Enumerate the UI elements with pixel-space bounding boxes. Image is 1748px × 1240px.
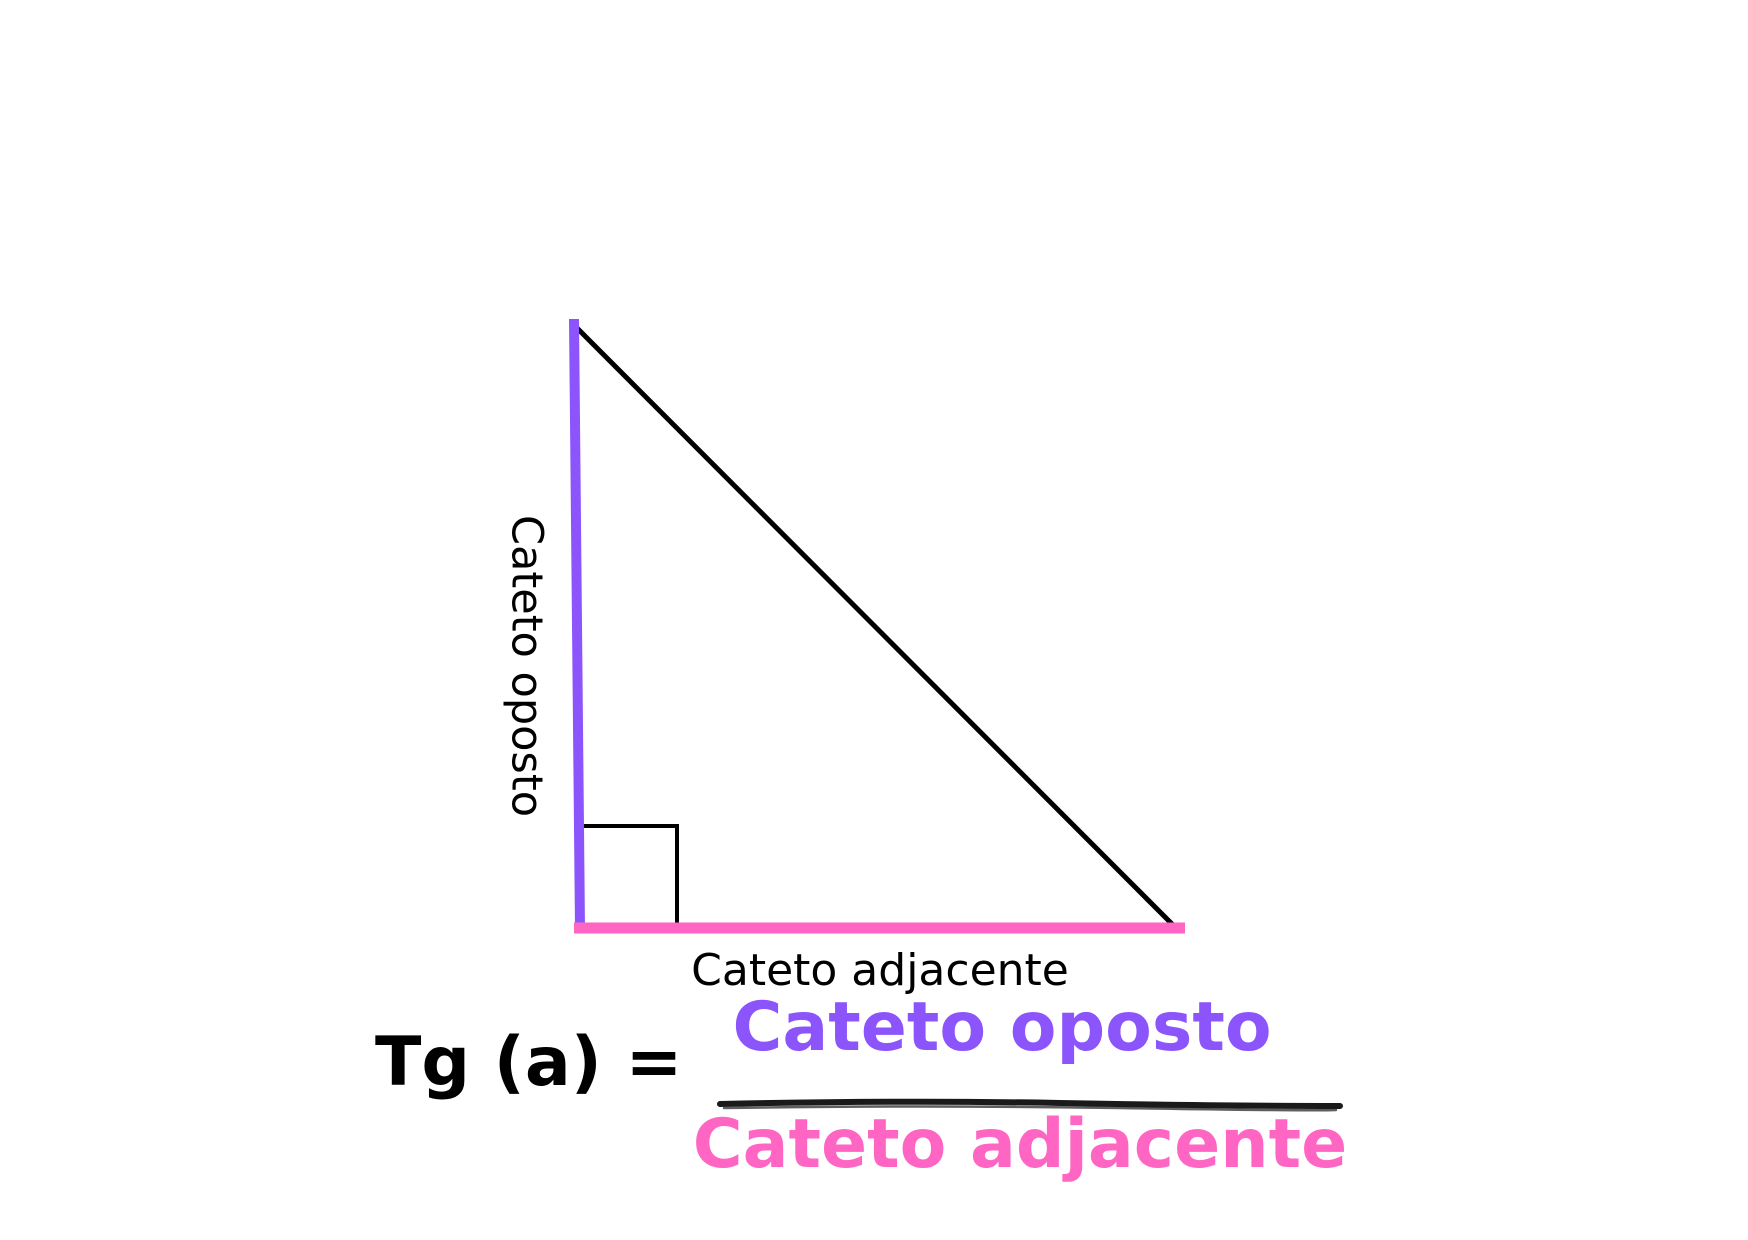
opposite-leg-label: Cateto oposto bbox=[502, 515, 552, 817]
adjacent-leg-label: Cateto adjacente bbox=[691, 945, 1069, 996]
right-angle-marker bbox=[582, 824, 679, 926]
formula-numerator: Cateto oposto bbox=[732, 988, 1271, 1067]
formula-denominator: Cateto adjacente bbox=[693, 1105, 1348, 1184]
opposite-leg-line bbox=[569, 318, 585, 931]
formula-lhs: Tg (a) = bbox=[375, 1023, 682, 1102]
hypotenuse-line bbox=[569, 320, 1179, 931]
fraction-bar-texture bbox=[722, 1105, 1338, 1112]
fraction-bar bbox=[717, 1098, 1343, 1109]
